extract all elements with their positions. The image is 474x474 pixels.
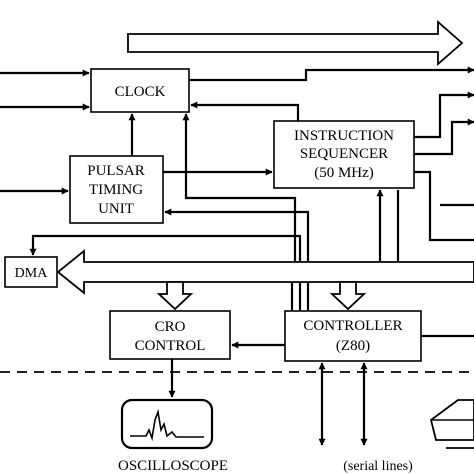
sequencer-out-line-3 [414, 170, 474, 242]
serial-lines-label: (serial lines) [343, 459, 413, 474]
feedback-to-clock-line [182, 113, 297, 262]
oscilloscope-label: OSCILLOSCOPE [118, 458, 228, 474]
bus-drop-to-controller [329, 281, 367, 311]
pulsar-timing-line2: TIMING [89, 182, 143, 198]
sequencer-out-line-1 [414, 91, 474, 139]
instruction-sequencer-block [273, 120, 415, 189]
cro-control-line1: CRO [155, 319, 186, 335]
cro-control-line2: CONTROL [135, 338, 206, 354]
controller-line1: CONTROLLER [303, 318, 402, 334]
cro-control-block [109, 310, 231, 360]
dma-block [4, 256, 58, 288]
oscilloscope-icon [120, 398, 214, 450]
sequencer-out-line-2 [414, 118, 474, 156]
sequencer-feedback-to-pulsar-line [164, 208, 310, 262]
pulsar-timing-line1: PULSAR [87, 163, 145, 179]
instruction-sequencer-line1: INSTRUCTION [294, 128, 394, 144]
dma-label: DMA [15, 266, 49, 281]
clock-to-top-right-line [189, 66, 474, 82]
main-bus-arrow [56, 249, 474, 295]
bus-to-dma-line [29, 234, 302, 262]
bus-drop-to-cro [156, 281, 194, 311]
instruction-sequencer-line3: (50 MHz) [314, 165, 374, 181]
pulsar-timing-unit-block [69, 155, 164, 224]
pulsar-timing-line3: UNIT [98, 201, 134, 217]
controller-line2: (Z80) [336, 338, 370, 354]
clock-label: CLOCK [115, 84, 166, 100]
terminal-icon [429, 399, 474, 449]
controller-block [284, 310, 422, 362]
sequencer-to-clock-line [190, 101, 300, 121]
clock-block [90, 68, 190, 113]
instruction-sequencer-line2: SEQUENCER [300, 146, 388, 162]
top-bus-arrow [127, 20, 464, 66]
